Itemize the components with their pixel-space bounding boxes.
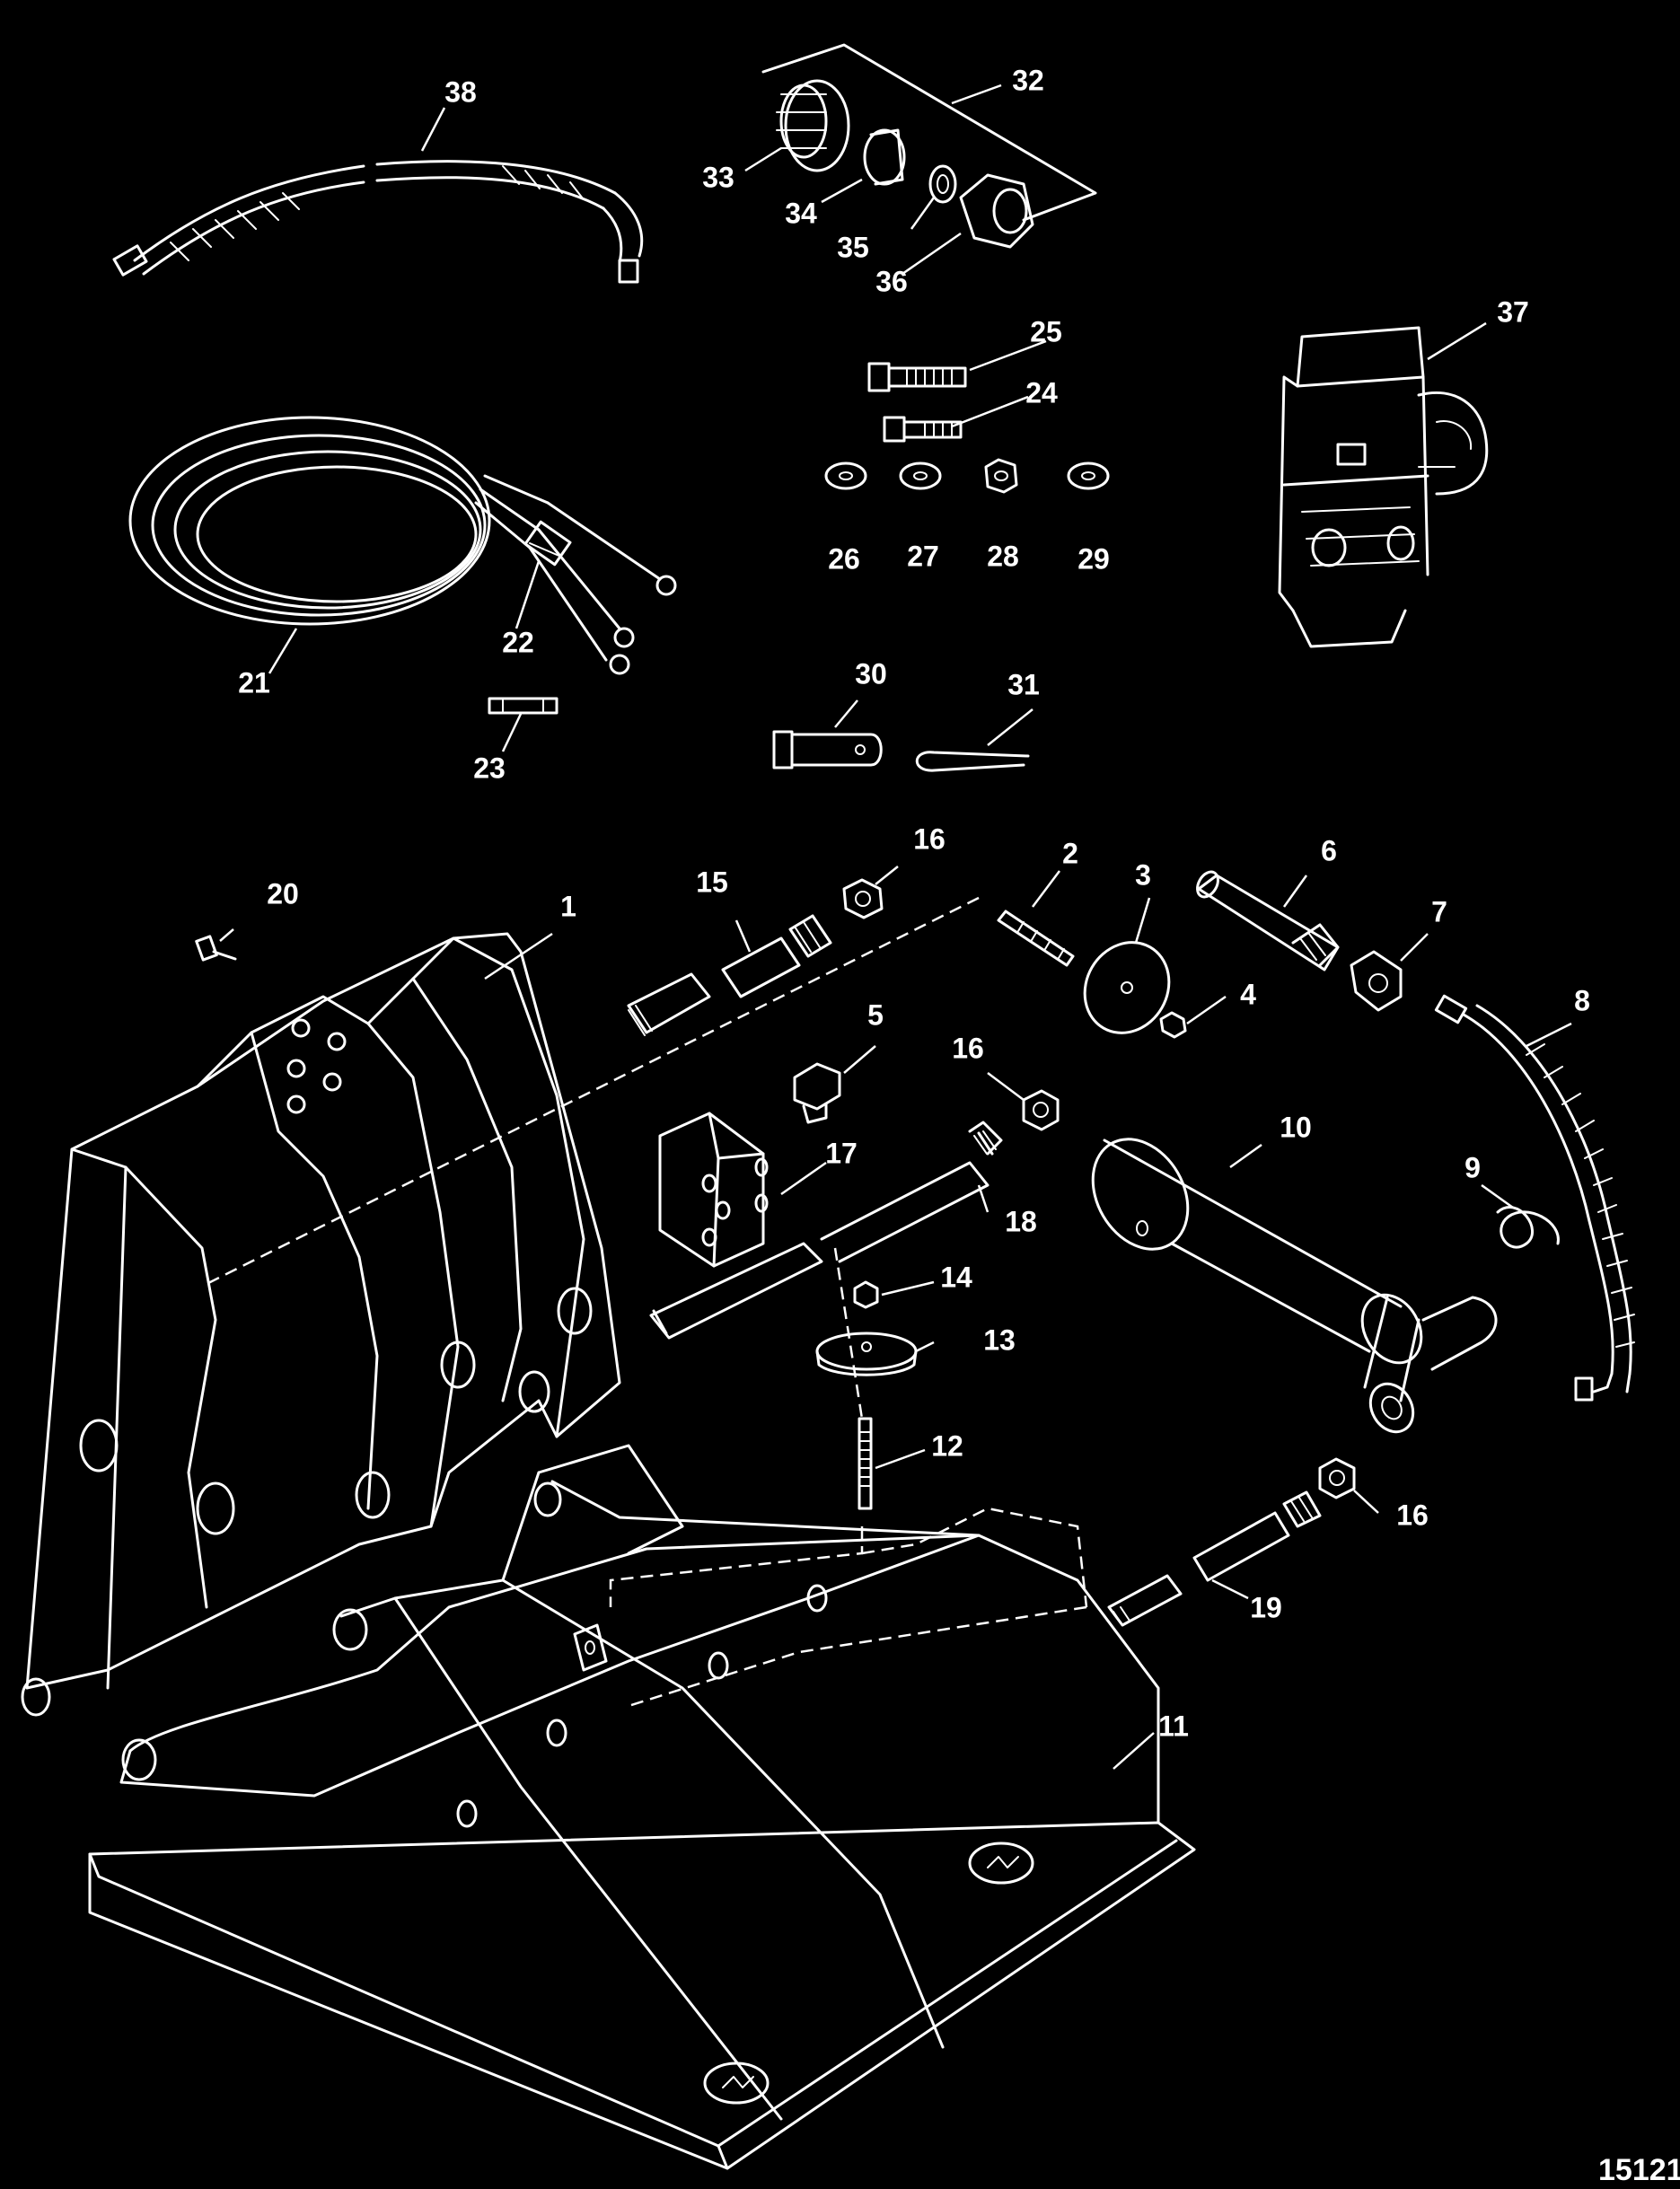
- part-23-fuse: [488, 697, 559, 715]
- part-37-pump-motor: [1278, 326, 1489, 648]
- part-36-nut: [959, 173, 1034, 249]
- part-11-trim-plate: [88, 1444, 1196, 2170]
- callout-10: 10: [1280, 1111, 1312, 1143]
- alignment-lines: [206, 896, 1088, 1708]
- callout-16-middle: 16: [952, 1032, 984, 1064]
- callout-17: 17: [825, 1137, 858, 1169]
- callout-21: 21: [238, 666, 270, 699]
- part-16-nut-middle: [1022, 1089, 1060, 1131]
- part-14-nut: [853, 1280, 879, 1309]
- part-32-fitting-kit: [761, 43, 1097, 249]
- callout-19: 19: [1250, 1591, 1282, 1623]
- callout-33: 33: [702, 161, 734, 193]
- callout-14: 14: [940, 1261, 972, 1293]
- callout-15: 15: [696, 866, 728, 898]
- part-17-block: [658, 1112, 769, 1268]
- part-19-pin: [1107, 1490, 1322, 1627]
- callout-labels: 38 32 33 34 35 36 25 24 26 27 28 29 37 2…: [238, 64, 1590, 1742]
- part-18-shaft: [649, 1121, 1003, 1340]
- callout-35: 35: [837, 231, 869, 263]
- part-29-washer: [1067, 462, 1110, 490]
- callout-13: 13: [983, 1323, 1016, 1356]
- part-10-cylinder: [1091, 1138, 1498, 1434]
- part-28-nut: [984, 458, 1018, 494]
- part-26-washer: [824, 462, 867, 490]
- callout-16-bottom: 16: [1396, 1499, 1429, 1531]
- callout-34: 34: [785, 197, 817, 229]
- leader-lines: [219, 84, 1572, 1770]
- callout-6: 6: [1321, 834, 1337, 866]
- callout-4: 4: [1240, 978, 1256, 1010]
- part-16-nut-top: [842, 878, 884, 919]
- callout-27: 27: [907, 540, 939, 572]
- callout-16-top: 16: [913, 822, 946, 855]
- callout-3: 3: [1135, 858, 1151, 891]
- callout-8: 8: [1574, 984, 1590, 1016]
- part-21-harness: [128, 416, 677, 675]
- part-13-disc: [815, 1332, 918, 1376]
- part-4-nut: [1159, 1011, 1187, 1039]
- part-3-disc: [1083, 941, 1171, 1034]
- part-6-rod: [1196, 870, 1340, 971]
- part-15-pin: [627, 914, 832, 1036]
- part-31-cotter-pin: [915, 751, 1030, 772]
- callout-24: 24: [1025, 376, 1058, 409]
- part-33-fitting: [776, 79, 850, 172]
- part-22-connector: [523, 520, 572, 567]
- part-25-bolt: [867, 362, 967, 392]
- callout-23: 23: [473, 752, 506, 784]
- callout-20: 20: [267, 877, 299, 910]
- callout-2: 2: [1062, 837, 1078, 869]
- callout-22: 22: [502, 626, 534, 658]
- callout-11: 11: [1158, 1710, 1189, 1742]
- callout-1: 1: [560, 890, 576, 922]
- part-2-stud: [997, 910, 1075, 967]
- callout-28: 28: [987, 540, 1019, 572]
- callout-32: 32: [1012, 64, 1044, 96]
- part-16-nut-bottom: [1318, 1457, 1356, 1499]
- part-20-screw: [195, 935, 237, 962]
- callout-7: 7: [1431, 895, 1447, 927]
- callout-38: 38: [444, 75, 477, 108]
- part-1-transom-bracket: [21, 932, 621, 1717]
- callout-9: 9: [1465, 1151, 1481, 1183]
- part-27-washer: [899, 462, 942, 490]
- callout-25: 25: [1030, 315, 1062, 347]
- part-8-hose: [1434, 994, 1635, 1402]
- callout-37: 37: [1497, 295, 1529, 328]
- part-12-stud: [858, 1417, 873, 1510]
- callout-5: 5: [867, 998, 884, 1031]
- callout-18: 18: [1005, 1205, 1037, 1237]
- part-35-ferrule: [928, 164, 957, 204]
- part-34-sleeve: [863, 128, 906, 186]
- callout-31: 31: [1007, 668, 1040, 700]
- callout-36: 36: [875, 265, 908, 297]
- part-38-hose: [112, 160, 644, 284]
- callout-29: 29: [1077, 542, 1110, 575]
- part-5-plug: [793, 1062, 841, 1124]
- part-9-clip: [1496, 1206, 1560, 1249]
- callout-30: 30: [855, 657, 887, 690]
- part-7-fitting: [1350, 950, 1403, 1012]
- figure-number: 15121: [1598, 2153, 1680, 2187]
- callout-12: 12: [931, 1429, 963, 1462]
- callout-26: 26: [828, 542, 860, 575]
- part-30-pin: [772, 730, 883, 769]
- part-24-bolt: [883, 416, 963, 443]
